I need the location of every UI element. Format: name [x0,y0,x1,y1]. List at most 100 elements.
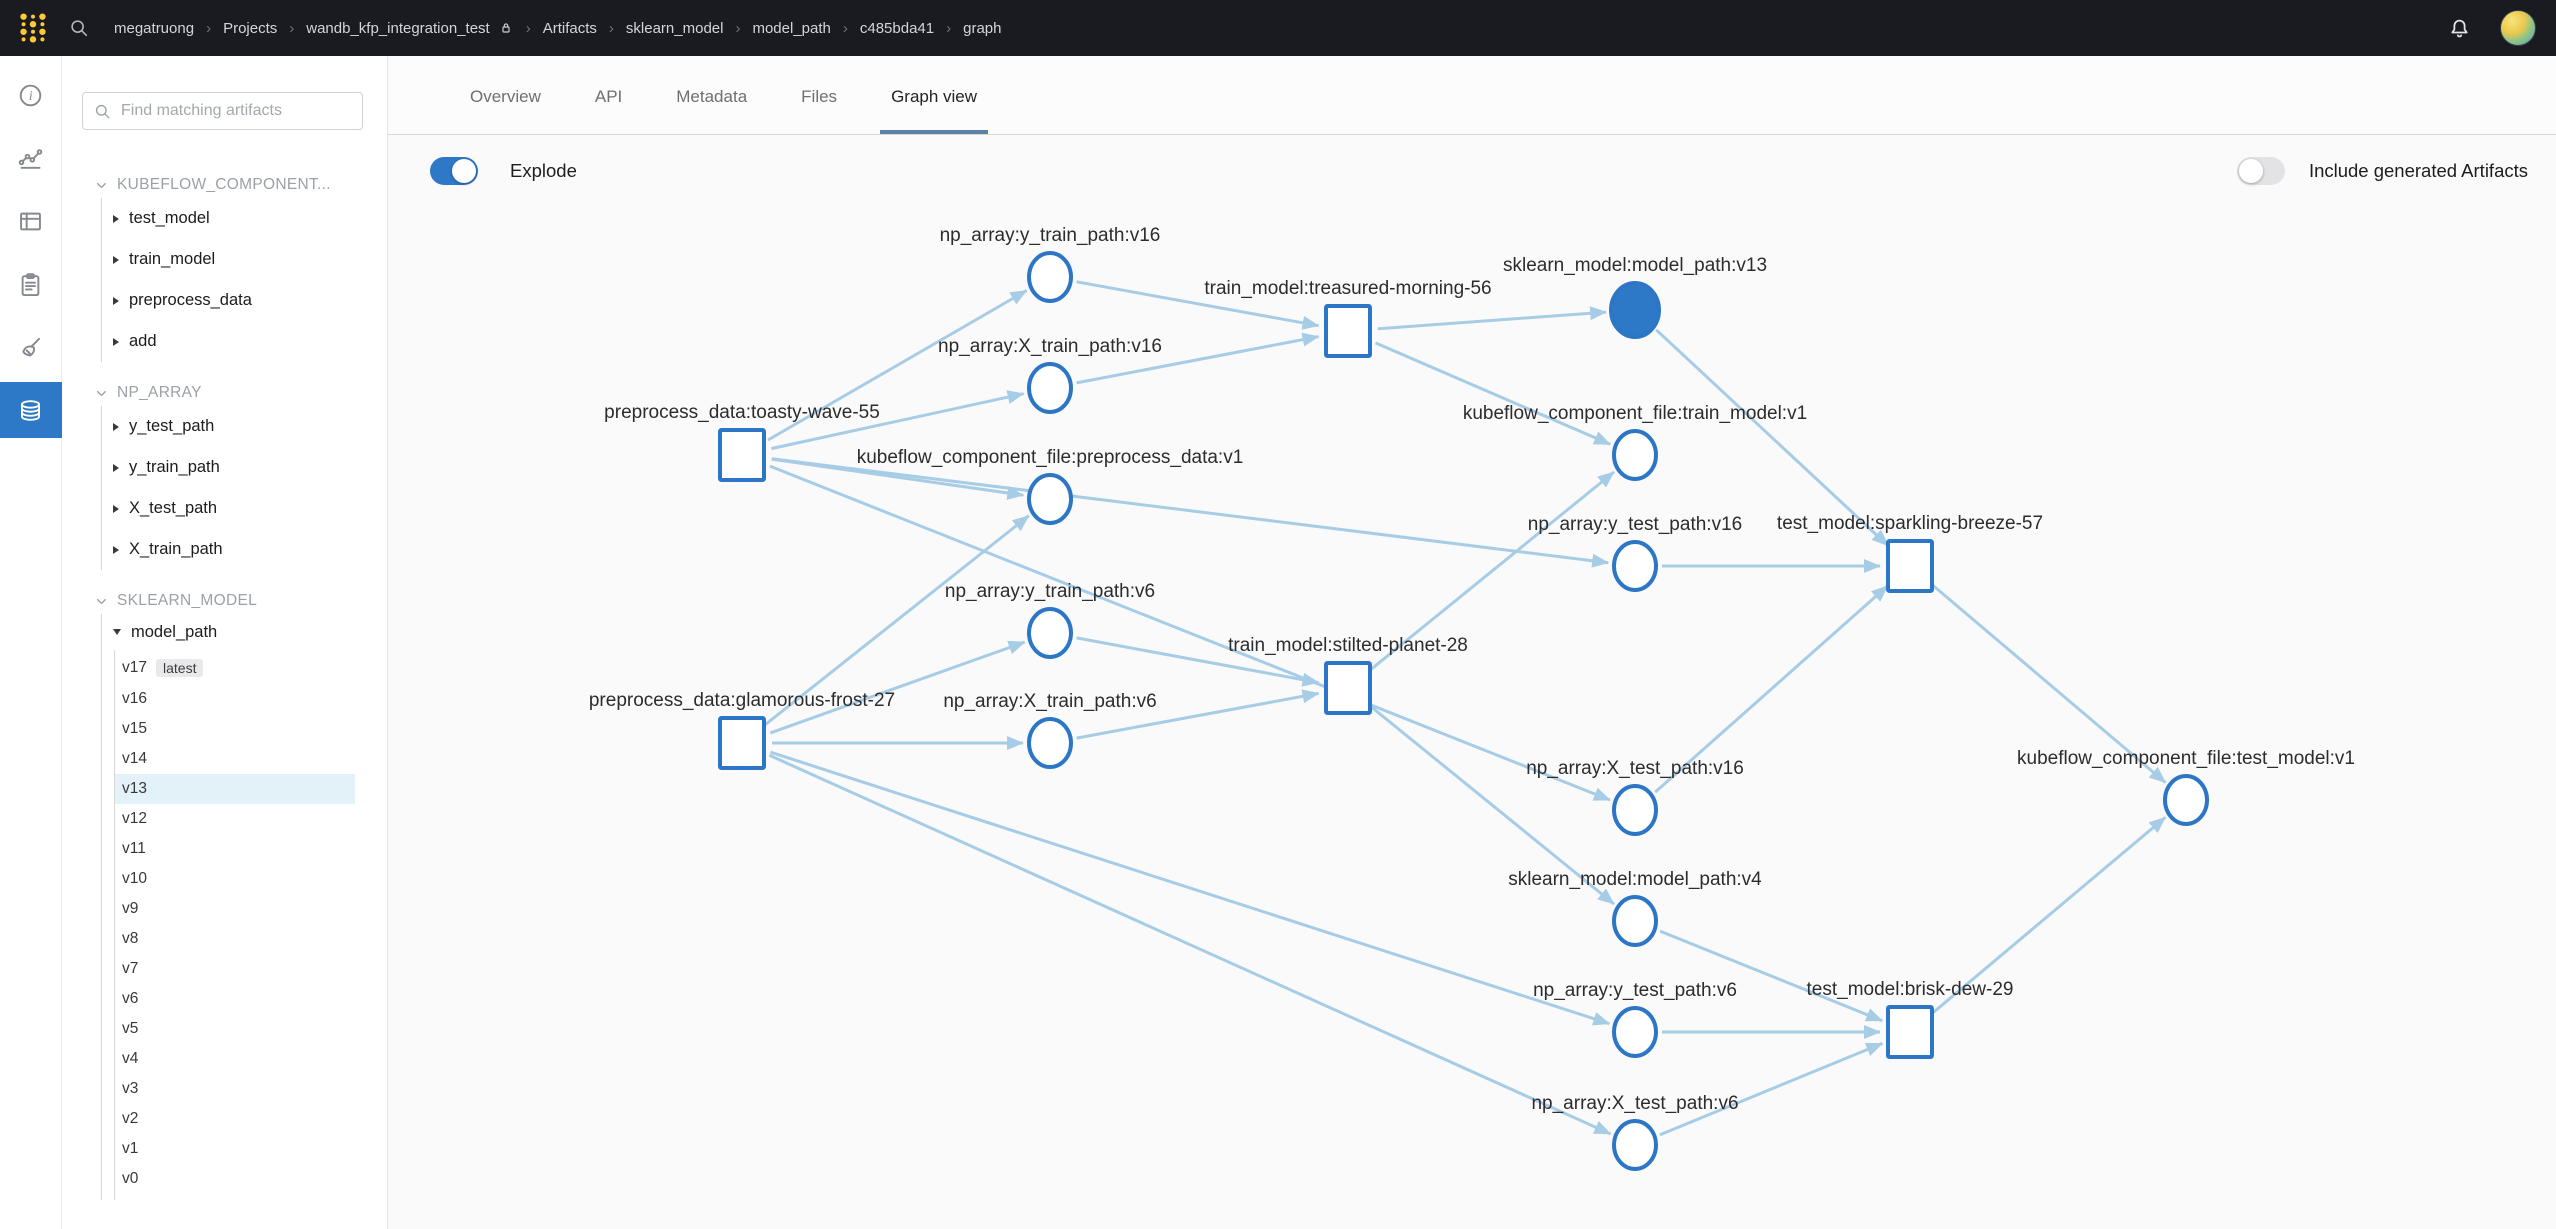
explode-toggle[interactable] [430,157,478,185]
caret-right-icon [113,463,119,472]
version-v10[interactable]: v10 [115,864,355,894]
graph-node-brisk[interactable] [1886,1005,1934,1059]
version-v5[interactable]: v5 [115,1014,355,1044]
chart-icon [17,145,44,172]
tree-item-label: test_model [129,209,210,227]
tree-section-header[interactable]: SKLEARN_MODEL [95,588,387,614]
version-v2[interactable]: v2 [115,1104,355,1134]
tree-item-label: model_path [131,622,218,641]
search-icon[interactable] [68,17,90,39]
graph-node-X_test16[interactable] [1612,784,1658,836]
version-v9[interactable]: v9 [115,894,355,924]
version-v12[interactable]: v12 [115,804,355,834]
graph-node-model13[interactable] [1609,281,1661,339]
version-v4[interactable]: v4 [115,1044,355,1074]
graph-node-toasty[interactable] [718,428,766,482]
graph-node-y_test16[interactable] [1612,540,1658,592]
graph-node-X_test6[interactable] [1612,1119,1658,1171]
version-v1[interactable]: v1 [115,1134,355,1164]
graph-edge [1654,584,1889,794]
graph-edge [1655,328,1890,547]
tab-api[interactable]: API [594,87,623,106]
version-v11[interactable]: v11 [115,834,355,864]
graph-node-model4[interactable] [1612,895,1658,947]
info-icon: i [17,82,44,109]
version-v15[interactable]: v15 [115,714,355,744]
breadcrumb: megatruong›Projects›wandb_kfp_integratio… [114,20,1002,37]
breadcrumb-item[interactable]: c485bda41 [859,19,935,37]
tab-files[interactable]: Files [801,87,838,106]
tree-item-add[interactable]: add [102,321,387,362]
tree-item-test_model[interactable]: test_model [102,198,387,239]
graph-node-label: np_array:y_train_path:v16 [940,225,1161,246]
graph-node-y_train16[interactable] [1027,251,1073,303]
version-v7[interactable]: v7 [115,954,355,984]
broom-icon [17,334,44,361]
bell-icon[interactable] [2447,16,2472,41]
breadcrumb-item[interactable]: megatruong [114,19,195,37]
breadcrumb-item[interactable]: graph [963,19,1002,37]
breadcrumb-item[interactable]: sklearn_model [625,19,724,37]
graph-node-kcf_preprocess[interactable] [1027,473,1073,525]
tree-item-y_test_path[interactable]: y_test_path [102,406,387,447]
breadcrumb-item[interactable]: model_path [752,19,831,37]
breadcrumb-item[interactable]: Projects [223,19,278,37]
lineage-graph-canvas[interactable]: preprocess_data:toasty-wave-55preprocess… [388,135,2556,1229]
include-generated-toggle[interactable] [2236,157,2285,185]
tree-item-model_path[interactable]: model_path [102,614,387,650]
graph-node-kcf_test[interactable] [2163,774,2209,826]
graph-node-sparkling[interactable] [1886,539,1934,593]
graph-node-y_train6[interactable] [1027,607,1073,659]
graph-node-y_test6[interactable] [1612,1006,1658,1058]
version-label: v1 [122,1140,139,1157]
graph-node-label: np_array:X_test_path:v16 [1526,758,1744,779]
version-v14[interactable]: v14 [115,744,355,774]
caret-right-icon [113,545,119,554]
graph-node-label: np_array:y_test_path:v16 [1528,514,1742,535]
graph-node-kcf_train[interactable] [1612,429,1658,481]
breadcrumb-item[interactable]: Artifacts [542,19,597,37]
wandb-logo-icon[interactable] [16,11,50,45]
tab-metadata[interactable]: Metadata [676,87,748,106]
version-v0[interactable]: v0 [115,1164,355,1194]
graph-node-X_train16[interactable] [1027,362,1073,414]
version-v6[interactable]: v6 [115,984,355,1014]
tab-overview[interactable]: Overview [470,87,541,106]
graph-node-glamorous[interactable] [718,716,766,770]
graph-node-stilted[interactable] [1324,661,1372,715]
version-label: v8 [122,930,139,947]
rail-item-clipboard[interactable] [0,256,62,312]
tree-item-train_model[interactable]: train_model [102,239,387,280]
tree-section-header[interactable]: NP_ARRAY [95,380,387,406]
graph-node-label: np_array:y_test_path:v6 [1533,980,1737,1001]
version-v3[interactable]: v3 [115,1074,355,1104]
tree-item-X_test_path[interactable]: X_test_path [102,488,387,529]
tree-section-header[interactable]: KUBEFLOW_COMPONENT... [95,172,387,198]
rail-item-table[interactable] [0,193,62,249]
search-input[interactable] [121,102,352,120]
tree-item-preprocess_data[interactable]: preprocess_data [102,280,387,321]
caret-right-icon [113,504,119,513]
version-label: v11 [122,840,146,857]
graph-edge [769,464,1611,802]
graph-node-X_train6[interactable] [1027,717,1073,769]
graph-node-label: test_model:brisk-dew-29 [1807,979,2014,1000]
graph-edge [1370,705,1615,906]
rail-item-info[interactable]: i [0,67,62,123]
graph-node-treasured[interactable] [1324,304,1372,358]
avatar[interactable] [2500,10,2536,46]
version-v16[interactable]: v16 [115,684,355,714]
rail-item-database[interactable] [0,382,62,438]
tab-graph-view[interactable]: Graph view [880,87,989,134]
tree-item-X_train_path[interactable]: X_train_path [102,529,387,570]
version-v13[interactable]: v13 [115,774,355,804]
rail-item-broom[interactable] [0,319,62,375]
breadcrumb-item[interactable]: wandb_kfp_integration_test [306,19,490,37]
rail-item-chart[interactable] [0,130,62,186]
version-v8[interactable]: v8 [115,924,355,954]
tree-item-y_train_path[interactable]: y_train_path [102,447,387,488]
